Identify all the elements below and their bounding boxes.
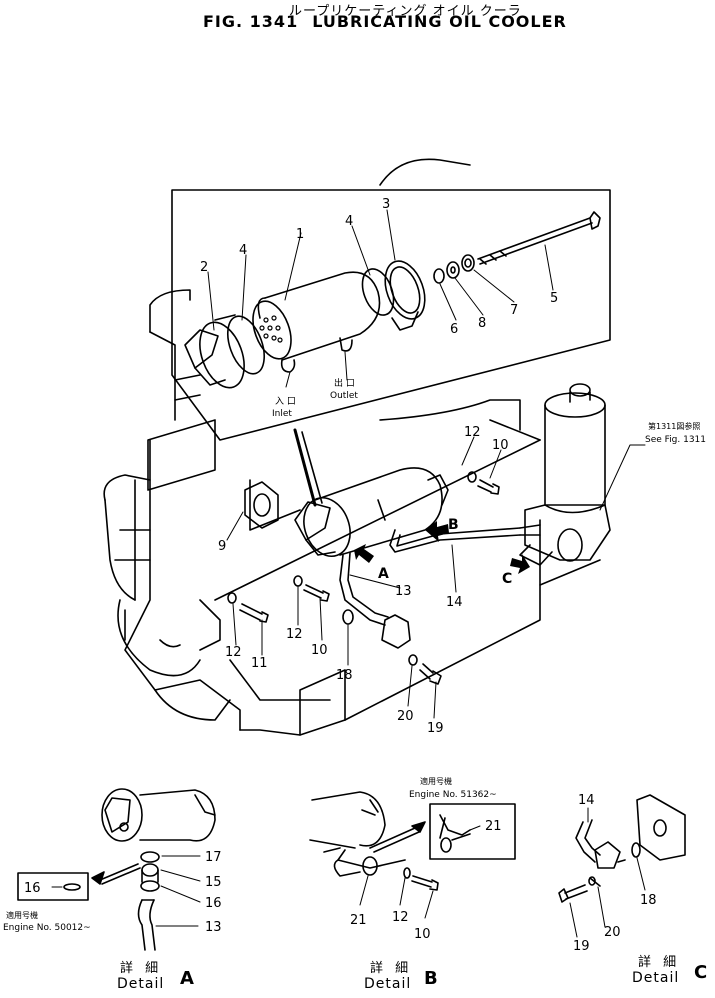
callout-4-right: 4 [345, 214, 353, 229]
detail-a-callout-13: 13 [205, 920, 222, 935]
flow-arrow-c-label: C [502, 571, 512, 587]
detail-a-box-label: 16 [24, 881, 41, 896]
callout-5: 5 [550, 291, 558, 306]
detail-b-applicable-jp: 適用号機 [420, 776, 452, 786]
callout-9: 9 [218, 539, 226, 554]
callout-19: 19 [427, 721, 444, 736]
callout-10-top: 10 [492, 438, 509, 453]
assembled-cooler [294, 467, 449, 557]
callout-18: 18 [336, 668, 353, 683]
detail-c-label: Detail [632, 970, 679, 986]
callout-13: 13 [395, 584, 412, 599]
callout-14: 14 [446, 595, 463, 610]
callout-10-bottom: 10 [311, 643, 328, 658]
detail-b-text: 適用号機 Engine No. 51362~ 21 21 12 10 詳 細 D… [350, 776, 502, 992]
callout-12-mid: 12 [286, 627, 303, 642]
outlet-label-jp: 出 口 [334, 377, 355, 389]
see-fig-jp: 第1311図参照 [648, 421, 700, 431]
see-fig-label: See Fig. 1311 [645, 435, 706, 445]
callout-7: 7 [510, 303, 518, 318]
detail-b [309, 791, 516, 919]
detail-a-applicable-jp: 適用号機 [6, 910, 38, 920]
callout-1: 1 [296, 227, 304, 242]
detail-a-label-jp: 詳 細 [120, 960, 162, 976]
detail-c [558, 794, 686, 938]
figure-title: FIG. 1341 LUBRICATING OIL COOLER [203, 12, 567, 31]
detail-c-callout-14: 14 [578, 793, 595, 808]
cooler-body [252, 271, 381, 373]
detail-b-callout-12: 12 [392, 910, 409, 925]
callout-12-left: 12 [225, 645, 242, 660]
detail-a-text: 17 15 16 13 16 適用号機 Engine No. 50012~ 詳 … [3, 850, 222, 992]
inlet-label-jp: 入 口 [275, 396, 296, 407]
figure-number: FIG. 1341 [203, 12, 299, 31]
outlet-label: Outlet [330, 391, 358, 401]
oil-filter [519, 383, 611, 566]
flow-arrow-a-label: A [378, 566, 389, 582]
detail-b-callout-21-box: 21 [485, 819, 502, 834]
detail-a-label: Detail [117, 976, 164, 992]
callout-20: 20 [397, 709, 414, 724]
leader-lines-main [226, 436, 646, 719]
callout-6: 6 [450, 322, 458, 337]
detail-b-engine-no: Engine No. 51362~ [409, 790, 497, 800]
inlet-label: Inlet [272, 409, 292, 419]
detail-a-callout-16: 16 [205, 896, 222, 911]
exploded-view-panel [171, 189, 611, 507]
figure-name: LUBRICATING OIL COOLER [312, 12, 567, 31]
washers [433, 254, 475, 284]
leader-lines-upper [207, 209, 554, 388]
japanese-title: ループリケーティング オイル クーラ [289, 4, 522, 19]
detail-a [17, 788, 216, 951]
flow-arrows [354, 521, 530, 574]
end-cover-right [361, 260, 426, 331]
detail-c-callout-19: 19 [573, 939, 590, 954]
detail-c-label-jp: 詳 細 [638, 954, 680, 970]
pipes [339, 524, 541, 649]
callout-12-top: 12 [464, 425, 481, 440]
detail-b-label-jp: 詳 細 [370, 960, 412, 976]
engine-block [103, 158, 601, 736]
callout-4-left: 4 [239, 243, 247, 258]
callout-11: 11 [251, 656, 268, 671]
callout-2: 2 [200, 260, 208, 275]
callout-3: 3 [382, 197, 390, 212]
detail-a-callout-17: 17 [205, 850, 222, 865]
detail-c-callout-18: 18 [640, 893, 657, 908]
detail-b-label: Detail [364, 976, 411, 992]
detail-b-callout-10: 10 [414, 927, 431, 942]
long-bolt [477, 211, 601, 265]
detail-a-engine-no: Engine No. 50012~ [3, 923, 91, 933]
main-bolts [227, 471, 500, 685]
flow-arrow-b-label: B [448, 517, 459, 533]
detail-a-callout-15: 15 [205, 875, 222, 890]
detail-b-callout-21: 21 [350, 913, 367, 928]
detail-c-callout-20: 20 [604, 925, 621, 940]
detail-c-letter: C [694, 962, 707, 983]
callouts: 1 2 3 4 4 5 6 7 8 9 10 10 11 12 12 12 13… [200, 197, 706, 736]
end-cover-left [184, 314, 266, 389]
detail-b-letter: B [424, 968, 438, 989]
detail-a-letter: A [180, 968, 194, 989]
callout-8: 8 [478, 316, 486, 331]
detail-c-text: 14 18 20 19 詳 細 Detail C [573, 793, 707, 986]
